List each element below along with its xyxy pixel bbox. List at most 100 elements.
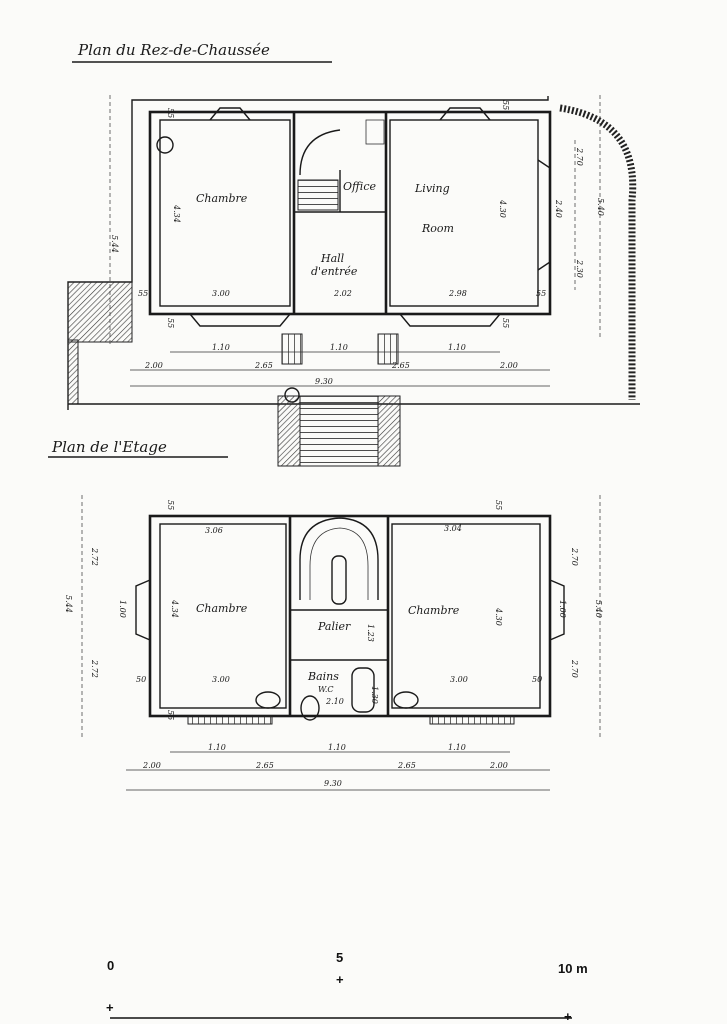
upper-dim-4-30: 4.30	[494, 607, 503, 626]
dim-2-02: 2.02	[333, 289, 352, 298]
room-label-hall-2: d'entrée	[311, 265, 358, 278]
upper-dim-2-00-a: 2.00	[142, 761, 161, 770]
dim-2-40: 2.40	[554, 199, 563, 218]
scale-tick-end: +	[564, 1009, 572, 1024]
stove-icon	[156, 136, 174, 154]
terrace-outline	[67, 96, 549, 410]
upper-dim-2-65-a: 2.65	[255, 761, 274, 770]
upper-dim-1-30: 1.30	[370, 686, 379, 704]
upper-bedroom-left	[159, 523, 287, 709]
dim-5-40: 5.40	[596, 198, 605, 216]
scale-label-start: 0	[107, 958, 114, 973]
upper-dim-4-34: 4.34	[170, 599, 179, 618]
porch-brick-right	[377, 395, 401, 467]
scale-label-end: 10 m	[558, 961, 588, 976]
stair-curve	[299, 129, 341, 176]
dim-55-b: 55	[138, 289, 148, 298]
upper-dim-2-00-b: 2.00	[489, 761, 508, 770]
dim-2-70: 2.70	[575, 147, 584, 166]
upper-dim-5-44: 5.44	[64, 595, 73, 613]
lamp-icon	[284, 387, 300, 403]
upper-dim-3-00-a: 3.00	[212, 675, 230, 684]
upper-room-label-left: Chambre	[196, 602, 248, 615]
terrace-brick-edge	[67, 339, 79, 405]
upper-dim-55-a: 55	[166, 500, 175, 510]
washbasin-left-icon	[255, 691, 281, 709]
side-steps-right	[377, 333, 399, 365]
scale-bar: 0 5 10 m + + +	[106, 950, 588, 1024]
upper-room-label-landing: Palier	[317, 620, 351, 633]
side-steps-left	[281, 333, 303, 365]
dim-4-30: 4.30	[498, 199, 507, 218]
porch-brick-left	[277, 395, 301, 467]
scale-label-middle: 5	[336, 950, 343, 965]
upper-bay-right	[549, 579, 565, 641]
upper-dim-50-b: 50	[532, 675, 542, 684]
bay-left	[189, 313, 291, 327]
dim-2-98: 2.98	[448, 289, 467, 298]
room-label-hall-1: Hall	[320, 252, 345, 265]
upper-dim-1-10-a: 1.10	[208, 743, 226, 752]
spiral-stair-inner	[309, 527, 369, 600]
upper-dim-2-70-b: 2.70	[570, 659, 579, 678]
dim-1-10-a: 1.10	[212, 343, 230, 352]
upper-dim-1-00-a: 1.00	[118, 600, 127, 618]
wc-icon	[300, 695, 320, 721]
dim-4-34: 4.34	[172, 204, 181, 223]
upper-room-label-bath-1: Bains	[307, 670, 339, 683]
dim-3-00: 3.00	[212, 289, 230, 298]
upper-dim-1-10-b: 1.10	[328, 743, 346, 752]
upper-floor-title: Plan de l'Etage	[51, 438, 167, 456]
upper-dim-2-72-b: 2.72	[90, 659, 99, 678]
dim-2-65-b: 2.65	[391, 361, 410, 370]
dim-1-10-b: 1.10	[330, 343, 348, 352]
fireplace-right	[439, 107, 491, 121]
dim-1-10-c: 1.10	[448, 343, 466, 352]
dim-9-30: 9.30	[315, 377, 333, 386]
stair-well	[331, 555, 347, 605]
curved-garden-wall	[559, 104, 637, 400]
bay-side-right	[537, 159, 551, 271]
dim-55-f: 55	[501, 318, 510, 328]
upper-dim-1-23: 1.23	[366, 624, 375, 642]
upper-dim-3-00-b: 3.00	[450, 675, 468, 684]
washbasin-right-icon	[393, 691, 419, 709]
upper-bedroom-right	[391, 523, 541, 709]
room-label-bedroom: Chambre	[196, 192, 248, 205]
scale-tick-middle: +	[336, 972, 344, 987]
upper-dim-2-72-a: 2.72	[90, 547, 99, 566]
upper-dim-1-00-b: 1.00	[558, 600, 567, 618]
dim-2-65-a: 2.65	[254, 361, 273, 370]
window-sill-right	[429, 715, 515, 725]
room-label-living-2: Room	[421, 222, 454, 235]
dim-55-c: 55	[166, 318, 175, 328]
upper-dim-2-65-b: 2.65	[397, 761, 416, 770]
upper-room-label-bath-2: W.C	[318, 685, 334, 694]
room-bedroom-walls	[159, 119, 291, 307]
upper-room-label-right: Chambre	[408, 604, 460, 617]
dim-55-a: 55	[166, 108, 175, 118]
upper-bay-left	[135, 579, 151, 641]
upper-dim-3-04: 3.04	[444, 524, 462, 533]
terrace-brick-left	[67, 281, 133, 343]
window-sill-left	[187, 715, 273, 725]
upper-dim-1-10-c: 1.10	[448, 743, 466, 752]
dim-2-00-b: 2.00	[499, 361, 518, 370]
upper-dim-5-40: 5.40	[594, 600, 603, 618]
upper-dim-55-c: 55	[494, 500, 503, 510]
sink-icon	[365, 119, 385, 145]
upper-dim-3-06: 3.06	[205, 526, 223, 535]
upper-dim-50-a: 50	[136, 675, 146, 684]
upper-dim-2-10: 2.10	[325, 697, 344, 706]
upper-outer-wall	[148, 514, 552, 718]
upper-dim-55-b: 55	[166, 710, 175, 720]
bay-right	[399, 313, 501, 327]
upper-floor-plan: Plan de l'Etage Chambre Chambre Palier B…	[48, 438, 603, 791]
room-label-living-1: Living	[414, 182, 450, 195]
room-living-walls	[389, 119, 539, 307]
dim-55-e: 55	[536, 289, 546, 298]
bathtub-icon	[351, 667, 375, 713]
upper-dim-2-70-a: 2.70	[570, 547, 579, 566]
dim-2-30: 2.30	[575, 259, 584, 278]
